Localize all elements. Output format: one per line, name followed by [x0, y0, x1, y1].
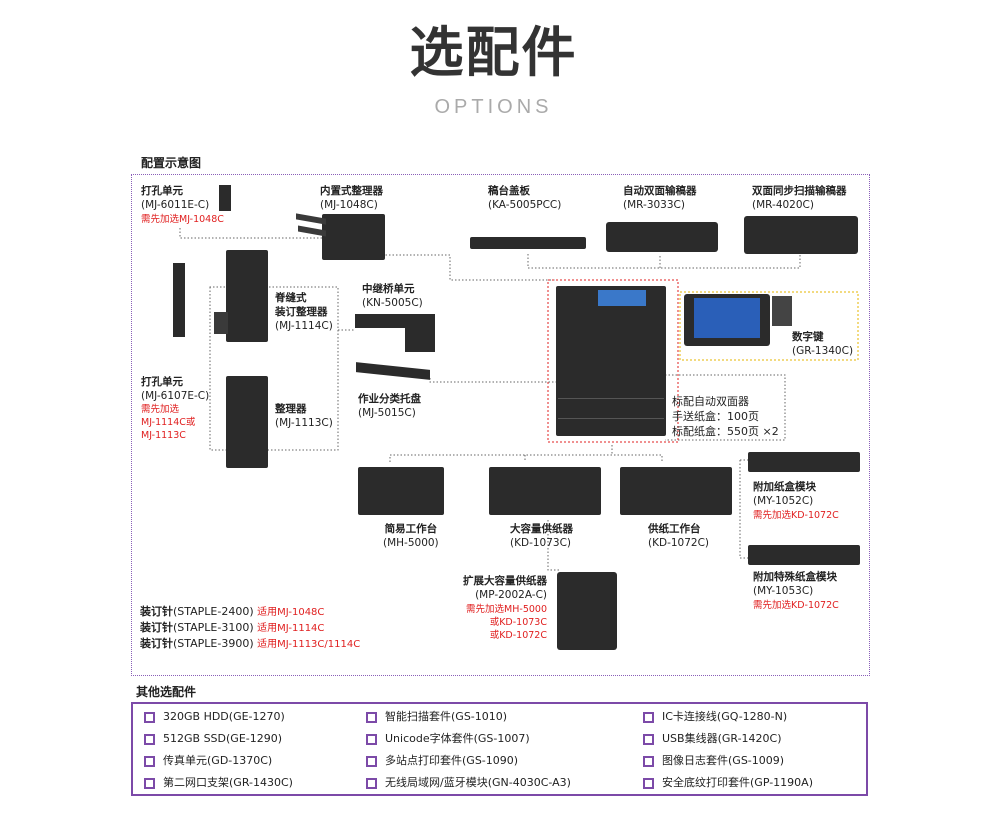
punch-unit-2-label: 打孔单元(MJ-6107E-C) — [141, 376, 210, 402]
option-item: IC卡连接线(GQ-1280-N) — [643, 710, 813, 724]
control-panel-screen — [694, 298, 760, 338]
special-tray-module-label: 附加特殊纸盒模块(MY-1053C) — [753, 571, 837, 597]
punch-unit-1-note: 需先加选MJ-1048C — [141, 214, 224, 225]
checkbox-icon — [366, 755, 377, 767]
option-item: 无线局域网/蓝牙模块(GN-4030C-A3) — [366, 776, 571, 790]
standard-equipment-label: 标配自动双面器手送纸盒：100页标配纸盒：550页 ×2 — [672, 395, 779, 438]
main-mfp-image — [556, 286, 666, 436]
finisher-image — [226, 376, 268, 468]
option-item: 安全底纹打印套件(GP-1190A) — [643, 776, 813, 790]
paper-tray-module-label: 附加纸盒模块(MY-1052C) — [753, 481, 816, 507]
simple-stand-label: 简易工作台(MH-5000) — [383, 523, 439, 549]
page-title: 选配件 — [409, 21, 578, 84]
checkbox-icon — [643, 711, 654, 723]
feed-stand-label: 供纸工作台(KD-1072C) — [648, 523, 710, 549]
checkbox-icon — [366, 711, 377, 723]
dsdf-label: 双面同步扫描输稿器(MR-4020C) — [752, 185, 847, 211]
finisher-label: 整理器(MJ-1113C) — [275, 403, 333, 429]
checkbox-icon — [643, 755, 654, 767]
simple-stand-image — [358, 467, 444, 515]
options-column-3: IC卡连接线(GQ-1280-N) USB集线器(GR-1420C) 图像日志套… — [643, 710, 813, 790]
option-item: 智能扫描套件(GS-1010) — [366, 710, 571, 724]
paper-tray-module-image — [748, 452, 860, 472]
punch-unit-2-image — [173, 263, 185, 337]
bridge-unit-image-lower — [405, 326, 435, 352]
option-item: USB集线器(GR-1420C) — [643, 732, 813, 746]
option-item: 320GB HDD(GE-1270) — [144, 710, 293, 724]
checkbox-icon — [366, 733, 377, 745]
staple-list: 装订针(STAPLE-2400) 适用MJ-1048C 装订针(STAPLE-3… — [140, 604, 360, 652]
dsdf-image — [744, 216, 858, 254]
option-item: 传真单元(GD-1370C) — [144, 754, 293, 768]
page-subtitle: OPTIONS — [434, 96, 553, 118]
other-options-box — [131, 702, 868, 796]
lcf-image — [489, 467, 601, 515]
job-separator-label: 作业分类托盘(MJ-5015C) — [358, 393, 421, 419]
checkbox-icon — [144, 777, 155, 789]
diagram-frame — [131, 174, 870, 676]
inner-finisher-label: 内置式整理器(MJ-1048C) — [320, 185, 383, 211]
platen-cover-image — [470, 237, 586, 249]
checkbox-icon — [366, 777, 377, 789]
punch-unit-1-label: 打孔单元(MJ-6011E-C) — [141, 185, 210, 211]
options-column-1: 320GB HDD(GE-1270) 512GB SSD(GE-1290) 传真… — [144, 710, 293, 790]
mfp-drawer-line — [558, 418, 664, 419]
keypad-label: 数字键(GR-1340C) — [792, 331, 854, 357]
keypad-image — [772, 296, 792, 326]
staple-item: 装订针(STAPLE-3100) 适用MJ-1114C — [140, 621, 325, 634]
option-item: 第二网口支架(GR-1430C) — [144, 776, 293, 790]
radf-label: 自动双面输稿器(MR-3033C) — [623, 185, 697, 211]
checkbox-icon — [643, 733, 654, 745]
lcf-label: 大容量供纸器(KD-1073C) — [510, 523, 573, 549]
staple-item: 装订针(STAPLE-3900) 适用MJ-1113C/1114C — [140, 637, 361, 650]
checkbox-icon — [144, 755, 155, 767]
special-tray-module-note: 需先加选KD-1072C — [753, 600, 839, 611]
saddle-finisher-image — [226, 250, 268, 342]
diagram-section-title: 配置示意图 — [141, 156, 202, 170]
mfp-screen — [598, 290, 646, 306]
ext-lcf-label: 扩展大容量供纸器(MP-2002A-C) — [463, 575, 547, 601]
checkbox-icon — [643, 777, 654, 789]
option-item: 图像日志套件(GS-1009) — [643, 754, 813, 768]
options-column-2: 智能扫描套件(GS-1010) Unicode字体套件(GS-1007) 多站点… — [366, 710, 571, 790]
bridge-unit-image — [355, 314, 435, 328]
inner-finisher-image — [322, 214, 385, 260]
bridge-unit-label: 中继桥单元(KN-5005C) — [362, 283, 423, 309]
feed-stand-image — [620, 467, 732, 515]
ext-lcf-image — [557, 572, 617, 650]
saddle-finisher-tray — [214, 312, 228, 334]
special-tray-module-image — [748, 545, 860, 565]
paper-tray-module-note: 需先加选KD-1072C — [753, 510, 839, 521]
option-item: 多站点打印套件(GS-1090) — [366, 754, 571, 768]
staple-item: 装订针(STAPLE-2400) 适用MJ-1048C — [140, 605, 325, 618]
checkbox-icon — [144, 711, 155, 723]
mfp-drawer-line — [558, 398, 664, 399]
checkbox-icon — [144, 733, 155, 745]
punch-unit-1-image — [219, 185, 231, 211]
radf-image — [606, 222, 718, 252]
other-options-title: 其他选配件 — [136, 685, 197, 699]
option-item: 512GB SSD(GE-1290) — [144, 732, 293, 746]
option-item: Unicode字体套件(GS-1007) — [366, 732, 571, 746]
saddle-finisher-label: 脊缝式装订整理器(MJ-1114C) — [275, 292, 333, 332]
platen-cover-label: 稿台盖板(KA-5005PCC) — [488, 185, 562, 211]
